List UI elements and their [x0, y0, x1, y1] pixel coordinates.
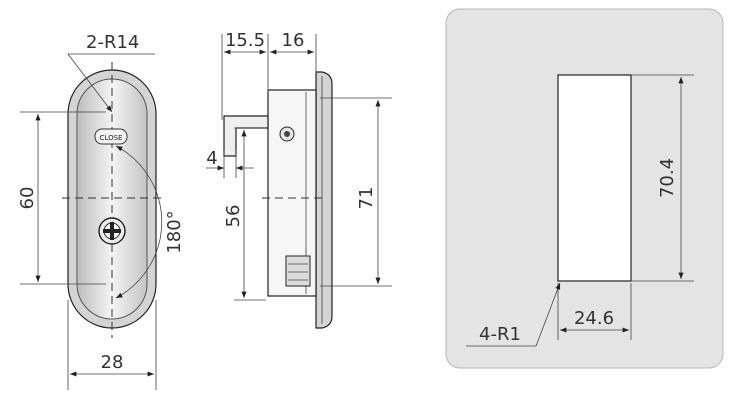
- radius-label: 2-R14: [86, 32, 139, 53]
- keyhole-icon: [98, 217, 126, 245]
- corner-leader-line: [535, 282, 561, 347]
- cutout-rectangle: [557, 74, 632, 282]
- rotation-label: 180°: [164, 210, 185, 253]
- corner-label: 4-R1: [479, 324, 521, 345]
- side-view: 15.5 16 4 56 71: [206, 30, 392, 329]
- close-badge-label: CLOSE: [100, 134, 123, 142]
- step-label: 4: [206, 148, 217, 169]
- inner-height-label: 56: [223, 205, 244, 228]
- side-latch-block: [285, 255, 311, 287]
- rotation-arc: [115, 145, 163, 299]
- width-label: 28: [101, 352, 124, 373]
- close-badge: [94, 128, 128, 145]
- cutout-view: 70.4 24.6 4-R1: [445, 8, 724, 369]
- depth-label-1: 15.5: [225, 30, 265, 51]
- radius-leader-line: [67, 53, 113, 113]
- total-height-label: 71: [356, 187, 377, 210]
- side-cam-arm: [223, 115, 269, 157]
- side-flange: [315, 71, 333, 329]
- cutout-height-label: 70.4: [657, 158, 678, 198]
- cutout-width-label: 24.6: [574, 308, 614, 329]
- front-view: CLOSE 2-R14 60 28 180°: [17, 32, 185, 390]
- screw-icon: [279, 126, 295, 142]
- height-label: 60: [17, 187, 38, 210]
- depth-label-2: 16: [282, 30, 305, 51]
